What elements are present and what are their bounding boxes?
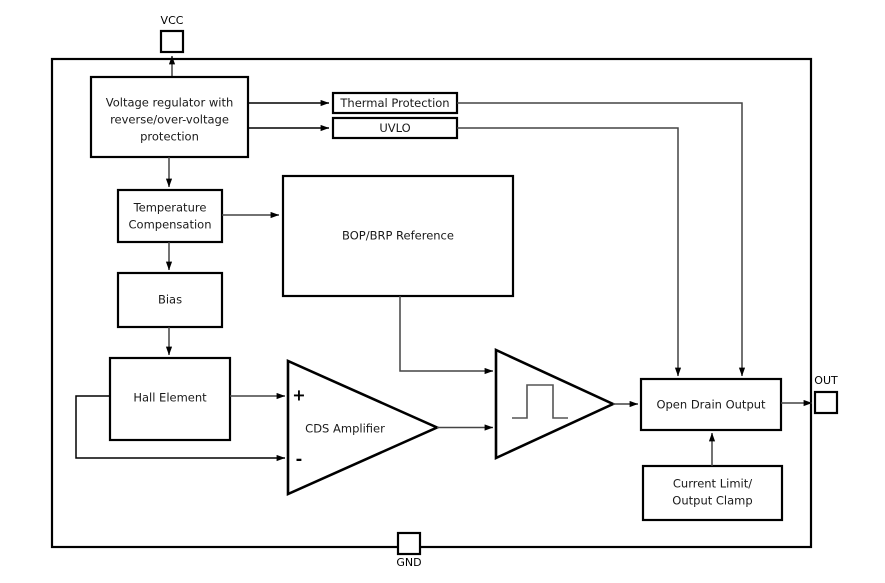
block-cds-amplifier[interactable] bbox=[286, 358, 441, 497]
temperature-compensation-label-line2: Compensation bbox=[129, 218, 212, 232]
block-temperature-compensation[interactable] bbox=[116, 188, 224, 244]
temperature-compensation-label-line1: Temperature bbox=[133, 201, 207, 215]
pin-vcc-label: VCC bbox=[161, 14, 184, 27]
block-voltage-regulator[interactable] bbox=[89, 75, 250, 159]
cds-amplifier-minus-sign: - bbox=[296, 450, 303, 469]
cds-amplifier-plus-sign: + bbox=[292, 386, 305, 405]
wire-hall-to-amp-minus bbox=[75, 395, 286, 462]
open-drain-output-label: Open Drain Output bbox=[656, 398, 766, 412]
wire-thermal-to-open-drain bbox=[457, 102, 746, 377]
ic-boundary bbox=[50, 57, 813, 549]
current-limit-label-line2: Output Clamp bbox=[672, 494, 752, 508]
block-schmitt-trigger[interactable] bbox=[494, 347, 617, 461]
block-bias[interactable] bbox=[116, 271, 224, 329]
block-hall-element[interactable] bbox=[108, 356, 232, 442]
voltage-regulator-label-line1: Voltage regulator with bbox=[106, 96, 234, 110]
block-current-limit[interactable] bbox=[641, 464, 784, 522]
block-open-drain-output[interactable] bbox=[639, 377, 783, 432]
bop-brp-reference-label: BOP/BRP Reference bbox=[342, 229, 454, 243]
voltage-regulator-label-line3: protection bbox=[140, 130, 199, 144]
thermal-protection-label: Thermal Protection bbox=[339, 96, 449, 110]
hysteresis-icon bbox=[512, 384, 568, 419]
wire-reference-to-comparator bbox=[399, 296, 494, 375]
pin-vcc[interactable] bbox=[159, 29, 185, 54]
pin-out-label: OUT bbox=[814, 374, 838, 387]
pin-out[interactable] bbox=[813, 390, 839, 415]
wire-uvlo-to-open-drain bbox=[457, 127, 682, 377]
pin-gnd-label: GND bbox=[396, 556, 421, 569]
cds-amplifier-label: CDS Amplifier bbox=[305, 422, 385, 436]
voltage-regulator-label-line2: reverse/over-voltage bbox=[110, 113, 229, 127]
pin-gnd[interactable] bbox=[396, 531, 422, 556]
uvlo-label: UVLO bbox=[379, 121, 410, 135]
hall-element-label: Hall Element bbox=[133, 391, 207, 405]
current-limit-label-line1: Current Limit/ bbox=[673, 477, 752, 491]
bias-label: Bias bbox=[158, 293, 182, 307]
block-bop-brp-reference[interactable] bbox=[281, 174, 515, 298]
